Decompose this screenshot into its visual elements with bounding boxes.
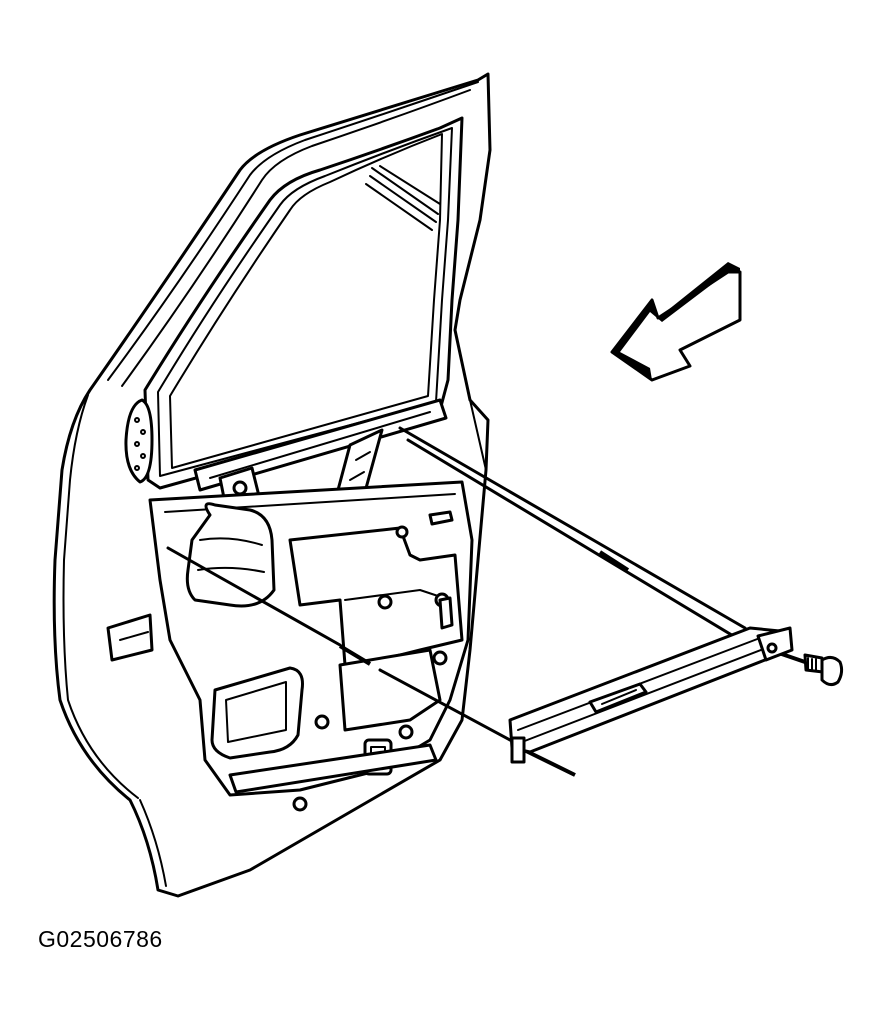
- view-direction-arrow-icon: [610, 262, 742, 382]
- glass-reflection: [365, 165, 441, 231]
- bolt-icon: [803, 653, 844, 687]
- door-reinforcement-bar: [508, 626, 794, 764]
- inner-door-panel: [106, 480, 474, 812]
- hinge-pad: [124, 398, 154, 484]
- window-frame: [143, 116, 464, 490]
- figure-id-label: G02506786: [38, 926, 163, 952]
